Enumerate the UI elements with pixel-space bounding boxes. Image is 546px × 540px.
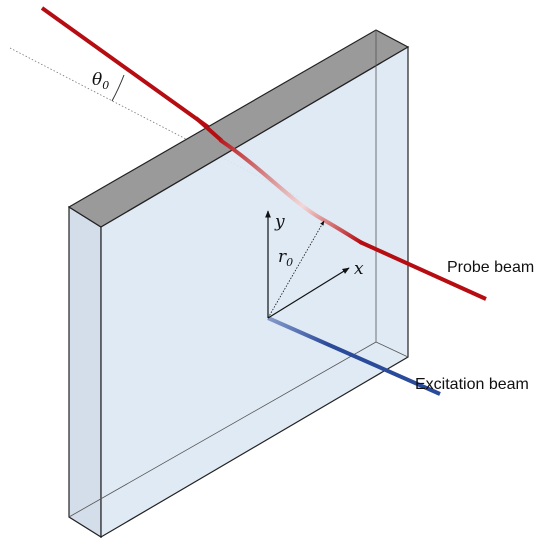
theta0-label: θ0: [92, 70, 109, 92]
x-axis-arrow: [267, 267, 350, 319]
theta-subscript: 0: [102, 79, 109, 92]
excitation-beam: [267, 316, 441, 396]
theta-angle-arc: [111, 74, 125, 102]
probe-beam-exit: [359, 240, 487, 301]
r-subscript: 0: [286, 256, 293, 269]
probe-beam-incident: [40, 6, 210, 129]
y-axis-label: y: [274, 212, 285, 232]
probe-beam-refracted: [218, 138, 364, 245]
probe-beam-label: Probe beam: [447, 259, 534, 276]
r-symbol: r: [278, 247, 287, 267]
probe-beam-top-segment: [194, 116, 224, 143]
r0-label: r0: [278, 247, 293, 269]
excitation-beam-label: Excitation beam: [415, 376, 529, 393]
theta-symbol: θ: [92, 70, 102, 90]
slab-hidden-edge: [68, 341, 377, 518]
x-axis-label: x: [354, 259, 364, 279]
r0-vector-arrow: [267, 220, 325, 319]
slab-side-face: [68, 205, 102, 539]
slab-hidden-edge: [375, 341, 409, 358]
